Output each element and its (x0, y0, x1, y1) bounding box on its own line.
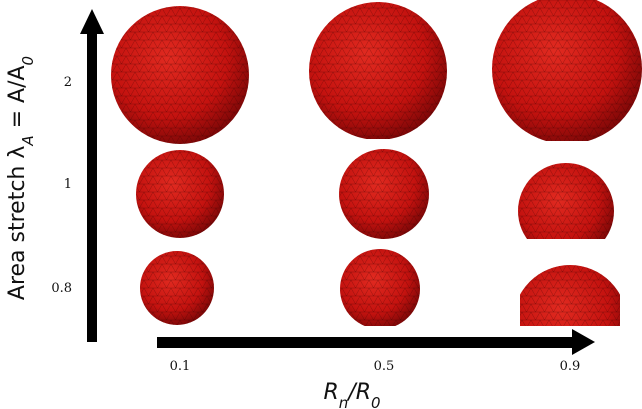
sphere-lambda1-rn05 (339, 149, 429, 239)
y-axis-arrow (80, 9, 104, 342)
x-tick-label: 0.1 (170, 359, 191, 374)
sphere-lambda08-rn01 (140, 251, 214, 325)
y-tick-label: 2 (64, 75, 72, 90)
sphere-lambda2-rn05 (309, 2, 447, 139)
y-tick-label: 0.8 (51, 281, 72, 296)
y-tick-label: 1 (64, 177, 72, 192)
sphere-lambda2-rn09 (492, 0, 642, 141)
sphere-lambda1-rn01 (136, 150, 224, 238)
sphere-lambda2-rn01 (111, 6, 249, 144)
sphere-lambda08-rn05 (340, 249, 420, 326)
y-axis-title: Area stretch λA = A/A0 (5, 56, 37, 300)
sphere-lambda1-rn09 (518, 163, 614, 239)
hemisphere-lambda08-rn09 (520, 265, 620, 326)
x-axis-title: Rn/R0 (323, 380, 380, 409)
x-tick-label: 0.5 (374, 359, 395, 374)
x-axis-arrow (157, 329, 595, 355)
x-tick-label: 0.9 (560, 359, 581, 374)
